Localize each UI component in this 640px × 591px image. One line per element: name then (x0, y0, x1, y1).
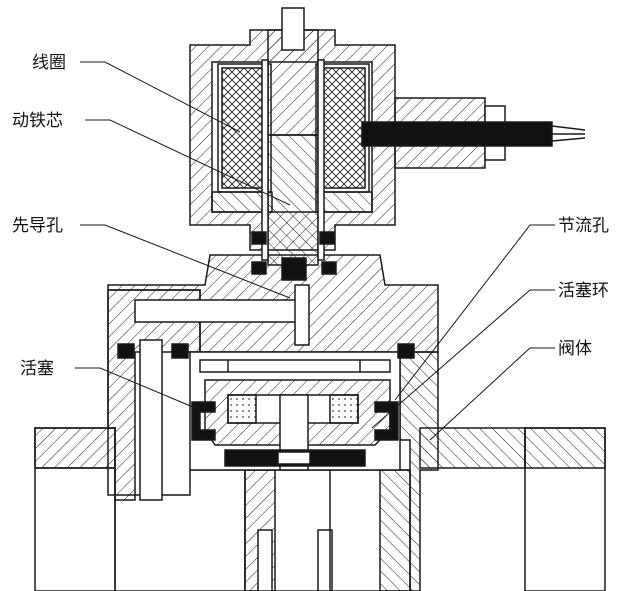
label-pilot-hole: 先导孔 (12, 216, 63, 236)
valve-body (34, 254, 606, 591)
label-piston: 活塞 (20, 359, 54, 379)
piston (191, 379, 399, 471)
callout-labels: 线圈 动铁芯 先导孔 活塞 节流孔 活塞环 阀体 (12, 53, 609, 379)
cable-connector (361, 97, 586, 169)
label-valve-body: 阀体 (558, 339, 592, 359)
label-piston-ring: 活塞环 (558, 281, 609, 301)
label-moving-core: 动铁芯 (12, 111, 63, 131)
moving-core (251, 7, 337, 281)
label-coil: 线圈 (32, 53, 66, 73)
leader-lines (75, 61, 555, 441)
label-throttle-hole: 节流孔 (558, 216, 609, 236)
pilot-passage (117, 339, 415, 501)
